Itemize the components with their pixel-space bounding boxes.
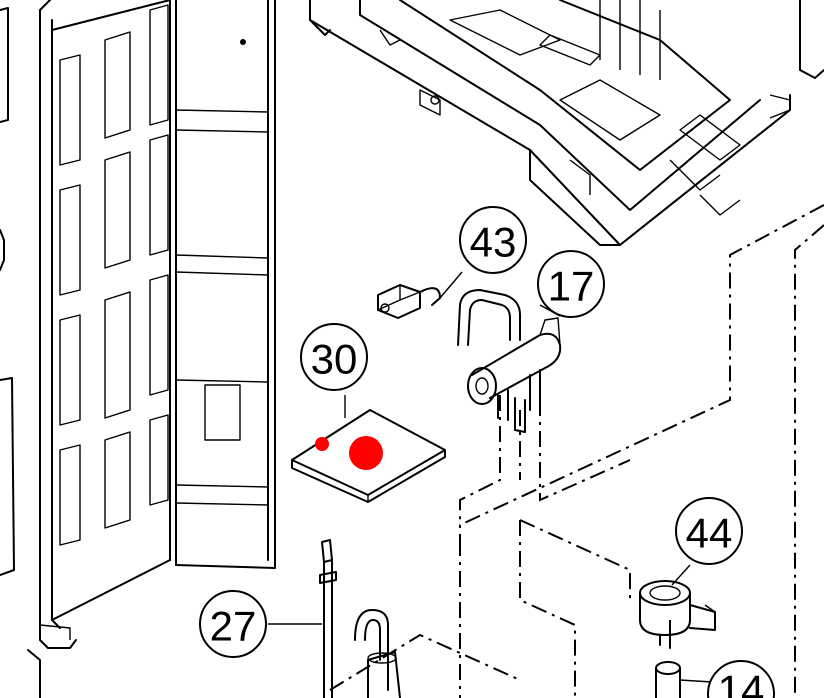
highlight-dot-small — [315, 437, 329, 451]
right-edge-fragment — [799, 0, 824, 79]
assembly-guide-lines — [329, 204, 824, 698]
callout-17: 17 — [537, 250, 605, 318]
part-44-sensor — [639, 580, 716, 649]
part-17-valve — [457, 289, 562, 433]
callout-30: 30 — [300, 323, 368, 391]
callout-44: 44 — [675, 497, 743, 565]
part-27-probe — [319, 539, 337, 698]
callout-label-17: 17 — [548, 263, 595, 310]
callout-label-43: 43 — [470, 219, 517, 266]
left-edge-fragments — [0, 7, 41, 698]
callout-label-14: 14 — [718, 667, 765, 698]
part-43-sensor — [377, 271, 463, 319]
door-liner-panel — [39, 0, 276, 649]
callout-label-30: 30 — [311, 336, 358, 383]
part-30-board — [291, 395, 446, 503]
part-14-fitting — [655, 661, 713, 698]
control-housing-tray — [309, 0, 791, 246]
callout-43: 43 — [459, 206, 527, 274]
filter-fragment — [354, 609, 401, 698]
callout-14: 14 — [707, 660, 775, 698]
callout-27: 27 — [199, 590, 267, 658]
callout-label-44: 44 — [686, 510, 733, 557]
highlight-dot-large — [349, 436, 383, 470]
callout-label-27: 27 — [210, 603, 257, 650]
